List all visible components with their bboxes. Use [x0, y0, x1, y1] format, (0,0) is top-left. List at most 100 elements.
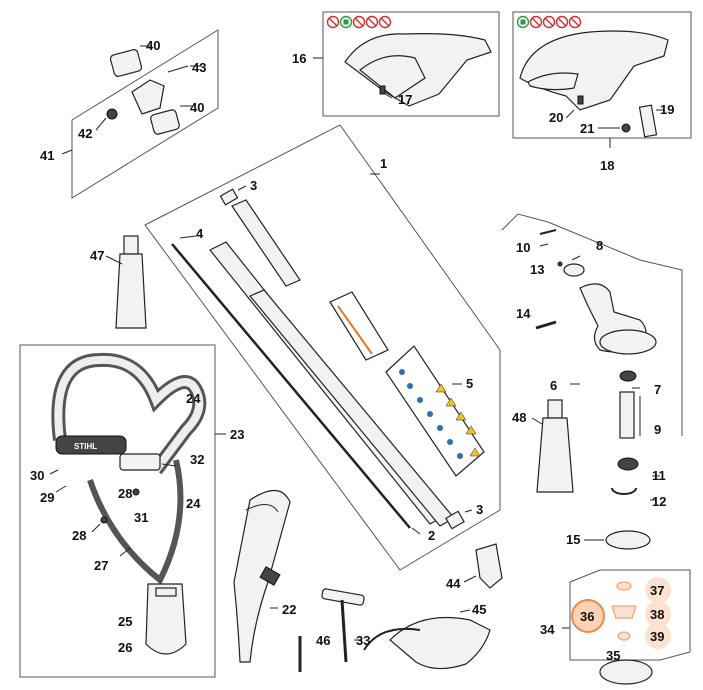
part-37 [616, 581, 632, 591]
grease-tube-48 [531, 399, 574, 493]
callout-11: 11 [652, 468, 666, 483]
part-clamp [131, 79, 165, 115]
callout-44: 44 [446, 576, 461, 591]
callout-37: 37 [650, 583, 664, 598]
cap-44 [475, 543, 503, 589]
callout-47: 47 [90, 248, 104, 263]
mowing-head-group-34 [562, 569, 691, 685]
mowing-head-35 [599, 659, 653, 685]
label-strip [329, 291, 389, 361]
callout-2: 2 [428, 528, 435, 543]
callout-13: 13 [530, 262, 544, 277]
callout-33: 33 [356, 633, 370, 648]
callout-5: 5 [466, 376, 473, 391]
allowed-icon-mark [343, 19, 349, 25]
callout-32: 32 [190, 452, 204, 467]
screw-14 [535, 320, 557, 330]
tools-33-46 [298, 588, 365, 672]
callout-29: 29 [40, 490, 54, 505]
harness-group-23: STIHL [19, 344, 226, 678]
part-28-lower [100, 516, 108, 524]
screw-31 [132, 488, 140, 496]
callout-16: 16 [292, 51, 306, 66]
clamp-box [71, 29, 219, 199]
callout-24-bottom: 24 [186, 496, 201, 511]
callout-4: 4 [196, 226, 204, 241]
callout-45: 45 [472, 602, 486, 617]
shoulder-strap-22 [233, 489, 291, 663]
callout-38: 38 [650, 607, 664, 622]
guard-18 [519, 30, 669, 111]
gearhead-box [501, 213, 683, 436]
callout-23: 23 [230, 427, 244, 442]
harness-brand-pad [55, 435, 127, 455]
pin-10 [539, 229, 557, 235]
prohibited-icon-slash [354, 17, 364, 27]
callout-27: 27 [94, 558, 108, 573]
callout-30: 30 [30, 468, 44, 483]
prohibited-icon-slash [570, 17, 580, 27]
part-40-bottom [150, 109, 180, 135]
screw-21 [621, 123, 631, 133]
tube-47-body [115, 253, 147, 329]
mowing-head-box [569, 569, 691, 661]
part-38 [611, 605, 637, 619]
callout-40b: 40 [190, 100, 204, 115]
part-13 [557, 261, 563, 267]
cap-3-top [219, 188, 239, 206]
prohibited-icon-slash [367, 17, 377, 27]
prohibited-icon-slash [544, 17, 554, 27]
callout-40a: 40 [146, 38, 160, 53]
callout-22: 22 [282, 602, 296, 617]
shaft-box [144, 124, 501, 571]
circlip-12 [611, 487, 637, 495]
screw-17 [379, 85, 386, 95]
prohibited-icon-slash [328, 17, 338, 27]
callout-34: 34 [540, 622, 555, 637]
guard-group-18 [512, 11, 692, 148]
screw-20 [577, 95, 584, 105]
prohibited-icon-slash [531, 17, 541, 27]
callout-25: 25 [118, 614, 132, 629]
harness-brand: STIHL [74, 442, 97, 451]
clamp-group-41 [61, 29, 219, 199]
callout-43: 43 [192, 60, 206, 75]
callout-35: 35 [606, 648, 620, 663]
prohibited-icon-slash [380, 17, 390, 27]
bearing-11 [617, 457, 639, 471]
prohibited-icon-slash [557, 17, 567, 27]
blade-19 [638, 104, 658, 138]
callout-41: 41 [40, 148, 54, 163]
callout-14: 14 [516, 306, 531, 321]
callout-42: 42 [78, 126, 92, 141]
shaft-9 [619, 391, 635, 439]
callout-20: 20 [549, 110, 563, 125]
safety-glasses-45 [363, 609, 491, 670]
callout-3-bottom: 3 [476, 502, 483, 517]
guard-18-icons [516, 15, 582, 29]
hook-plate-26 [145, 583, 187, 655]
bearing-7 [619, 370, 637, 382]
callout-36: 36 [580, 609, 594, 624]
guard-18-box [512, 11, 692, 139]
allowed-icon-mark [520, 19, 526, 25]
harness-box [19, 344, 216, 678]
guard-group-16 [313, 11, 500, 117]
tube-top [231, 199, 301, 287]
callout-8: 8 [596, 238, 603, 253]
guard-16-icons [326, 15, 392, 29]
warning-label-5 [385, 345, 485, 477]
strap-27 [87, 459, 184, 585]
thrust-plate-15 [605, 530, 651, 550]
callout-17: 17 [398, 92, 412, 107]
callout-7: 7 [654, 382, 661, 397]
grease-tube-47 [105, 235, 147, 329]
part-39 [617, 631, 631, 641]
harness-buckle [119, 453, 161, 471]
callout-19: 19 [660, 102, 674, 117]
guard-16-box [322, 11, 500, 117]
part-40-top [109, 49, 143, 77]
part-42 [106, 108, 118, 120]
cap-3-bottom [445, 510, 465, 530]
